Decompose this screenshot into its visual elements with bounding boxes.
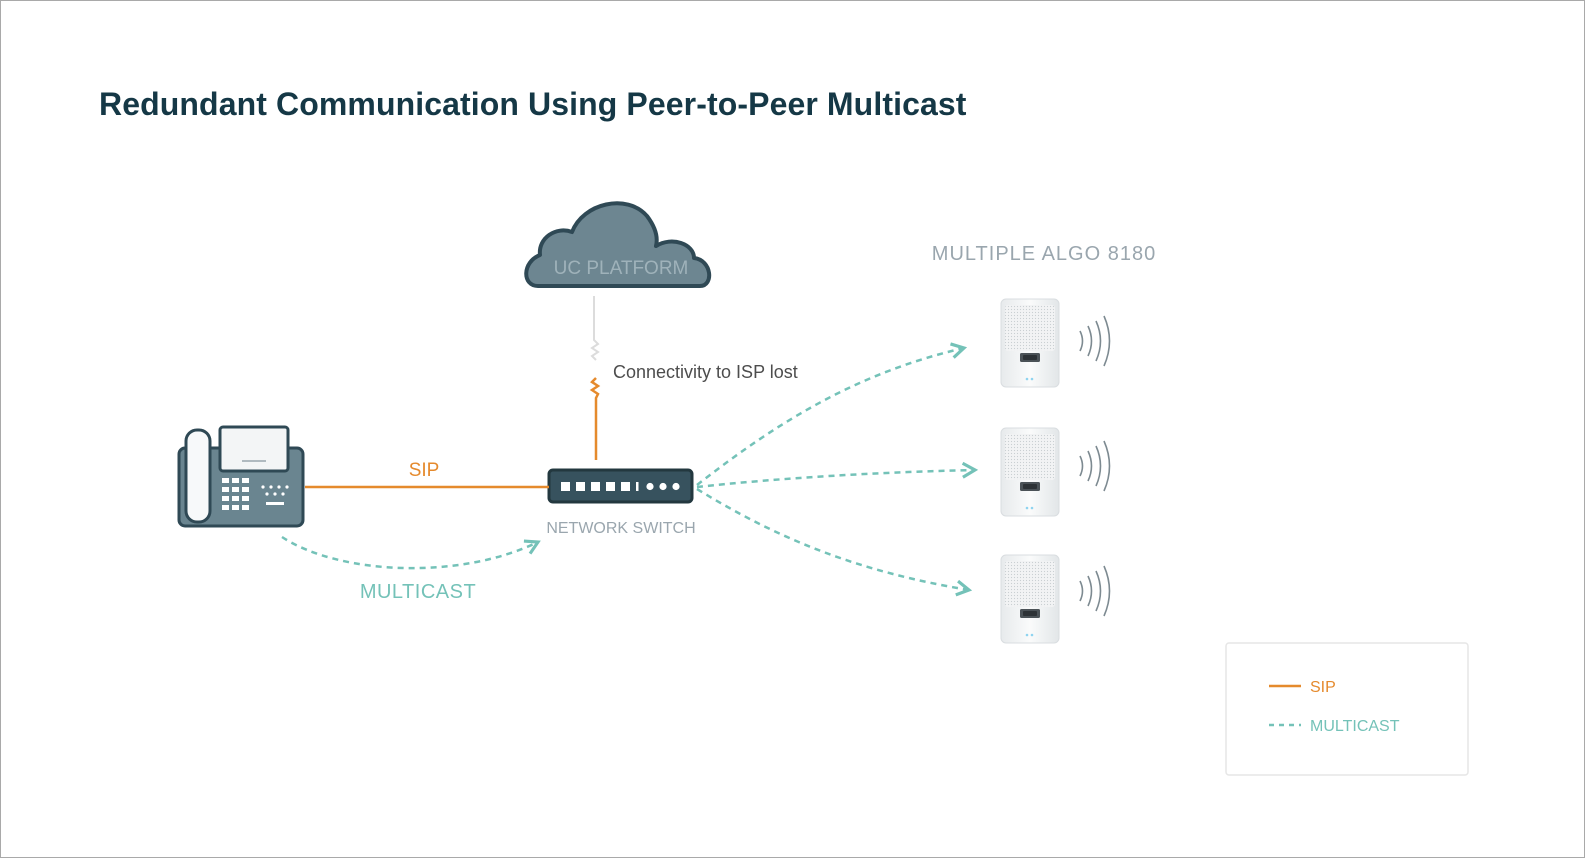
lost-connection-wire bbox=[589, 296, 601, 460]
page-title: Redundant Communication Using Peer-to-Pe… bbox=[99, 86, 967, 122]
speaker-icon bbox=[1000, 298, 1111, 388]
desk-phone-icon bbox=[177, 425, 305, 528]
connectivity-note: Connectivity to ISP lost bbox=[613, 362, 798, 382]
multicast-link-speaker-3 bbox=[696, 487, 973, 597]
multicast-link-phone bbox=[281, 535, 541, 570]
network-switch-icon bbox=[547, 468, 694, 504]
legend: SIP MULTICAST bbox=[1225, 642, 1469, 776]
switch-label: NETWORK SWITCH bbox=[546, 520, 695, 537]
cloud-label: UC PLATFORM bbox=[554, 258, 689, 279]
sip-link-label: SIP bbox=[409, 460, 440, 481]
multicast-link-label: MULTICAST bbox=[360, 581, 476, 603]
speaker-icon bbox=[1000, 427, 1111, 517]
cloud-icon: UC PLATFORM bbox=[524, 201, 711, 288]
multicast-link-speaker-2 bbox=[696, 461, 979, 489]
legend-sip-label: SIP bbox=[1310, 679, 1336, 696]
legend-multicast-label: MULTICAST bbox=[1310, 718, 1400, 735]
speaker-icon bbox=[1000, 554, 1111, 644]
speakers-heading: MULTIPLE ALGO 8180 bbox=[932, 243, 1156, 265]
